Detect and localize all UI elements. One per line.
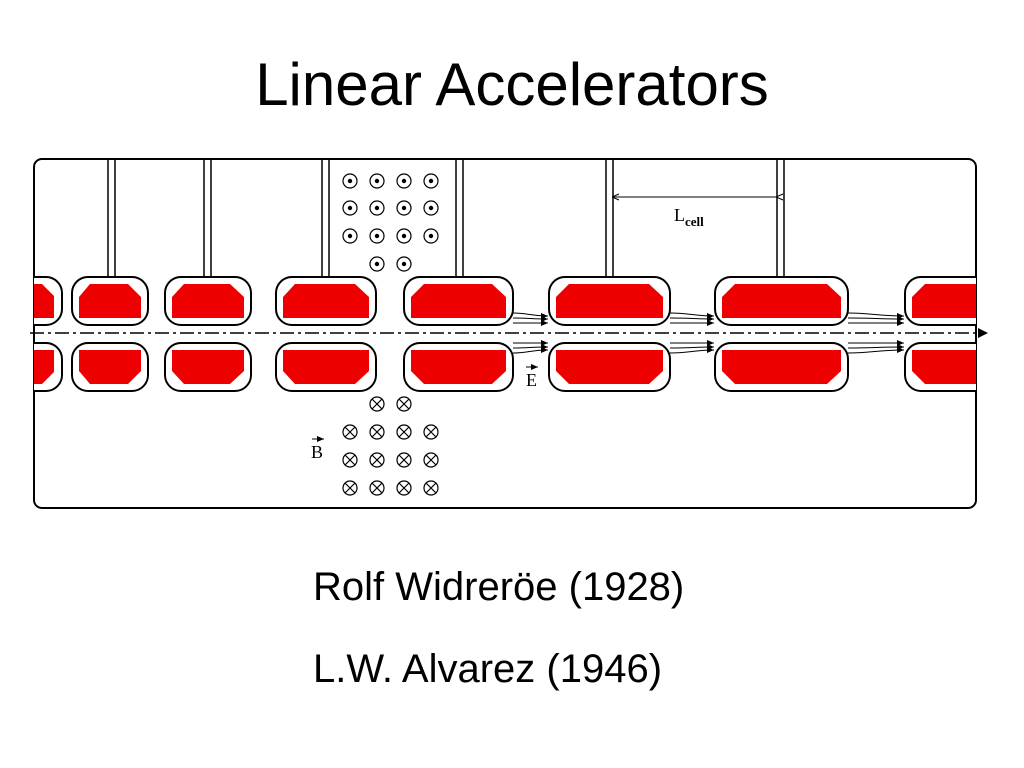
cross-in-circle-icon <box>369 452 385 468</box>
cross-in-circle-icon <box>369 424 385 440</box>
dot-in-circle-icon <box>423 173 439 189</box>
linac-diagram: Lcell E <box>30 158 988 509</box>
drift-tube <box>34 276 63 392</box>
dot-in-circle-icon <box>396 228 412 244</box>
credit-alvarez: L.W. Alvarez (1946) <box>313 647 663 691</box>
magnetic-field-out-of-page <box>342 173 439 272</box>
dot-in-circle-icon <box>423 228 439 244</box>
cross-in-circle-icon <box>423 480 439 496</box>
dot-in-circle-icon <box>369 228 385 244</box>
drift-tube <box>403 276 514 392</box>
dot-in-circle-icon <box>396 200 412 216</box>
magnetic-field-label: B <box>311 442 323 462</box>
drift-tube <box>164 276 252 392</box>
magnetic-field-into-page <box>342 396 439 496</box>
slide-title: Linear Accelerators <box>255 51 769 118</box>
credit-widreroe: Rolf Widreröe (1928) <box>313 565 685 609</box>
cross-in-circle-icon <box>396 480 412 496</box>
cross-in-circle-icon <box>342 424 358 440</box>
dot-in-circle-icon <box>342 173 358 189</box>
cross-in-circle-icon <box>342 480 358 496</box>
electric-field-label-group: E <box>526 364 538 390</box>
dot-in-circle-icon <box>396 256 412 272</box>
electric-field-label: E <box>526 370 537 390</box>
drift-tube <box>904 276 976 392</box>
drift-tubes <box>34 276 976 392</box>
dot-in-circle-icon <box>369 200 385 216</box>
cross-in-circle-icon <box>369 396 385 412</box>
dot-in-circle-icon <box>369 173 385 189</box>
beam-axis-arrow-icon <box>978 328 988 338</box>
cross-in-circle-icon <box>396 452 412 468</box>
cross-in-circle-icon <box>396 396 412 412</box>
cross-in-circle-icon <box>396 424 412 440</box>
cross-in-circle-icon <box>423 452 439 468</box>
drift-tube <box>71 276 149 392</box>
drift-tube <box>714 276 849 392</box>
cross-in-circle-icon <box>369 480 385 496</box>
dot-in-circle-icon <box>342 200 358 216</box>
dot-in-circle-icon <box>423 200 439 216</box>
dot-in-circle-icon <box>369 256 385 272</box>
magnetic-field-label-group: B <box>311 436 324 462</box>
drift-tube-stems <box>107 160 785 280</box>
dot-in-circle-icon <box>342 228 358 244</box>
drift-tube <box>548 276 671 392</box>
dot-in-circle-icon <box>396 173 412 189</box>
cell-length-dimension: Lcell <box>613 197 777 229</box>
cross-in-circle-icon <box>423 424 439 440</box>
drift-tube <box>275 276 377 392</box>
cross-in-circle-icon <box>342 452 358 468</box>
cell-length-label: Lcell <box>674 205 704 229</box>
electric-field-lines <box>512 312 905 354</box>
